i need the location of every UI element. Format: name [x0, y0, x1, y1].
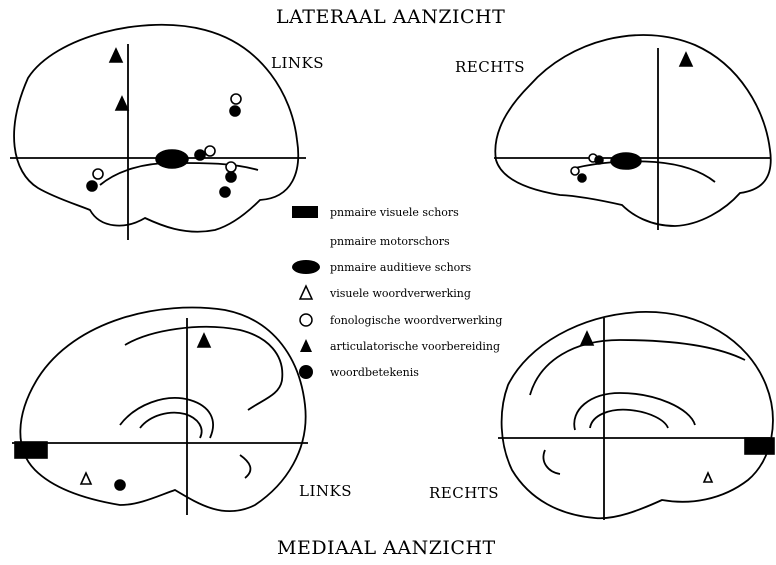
empty-symbol-space — [292, 232, 322, 250]
legend-label: woordbetekenis — [330, 366, 419, 379]
medial-right-corpus-callosum-inner — [590, 410, 668, 428]
word-meaning-dot-marker — [195, 150, 205, 160]
visual-word-triangle-marker — [81, 473, 91, 484]
filled-circle-icon — [292, 363, 322, 381]
visual-cortex-marker — [15, 442, 47, 458]
visual-word-triangle-marker — [704, 473, 712, 482]
lateral-left-markers — [87, 49, 241, 197]
auditory-cortex-marker — [156, 150, 188, 168]
lateral-left-brain — [10, 25, 306, 240]
legend-item-articulatory: articulatorische voorbereiding — [292, 337, 500, 355]
legend-item-visual-cortex: pnmaire visuele schors — [292, 203, 459, 221]
lateral-left-outline — [14, 25, 298, 232]
medial-right-outline — [502, 312, 773, 518]
auditory-cortex-marker — [611, 153, 641, 169]
phonological-circle-marker — [571, 167, 579, 175]
legend-label: pnmaire auditieve schors — [330, 261, 471, 274]
word-meaning-dot-marker — [230, 106, 240, 116]
word-meaning-dot-marker — [595, 156, 603, 164]
articulatory-triangle-marker — [680, 53, 692, 66]
lateral-right-brain — [494, 35, 771, 230]
medial-right-corpus-callosum — [574, 393, 695, 430]
legend-label: visuele woordverwerking — [330, 287, 471, 300]
word-meaning-dot-marker — [578, 174, 586, 182]
legend-label: articulatorische voorbereiding — [330, 340, 500, 353]
medial-left-corpus-callosum-inner — [140, 413, 202, 438]
legend-label: pnmaire motorschors — [330, 235, 450, 248]
legend-label: fonologische woordverwerking — [330, 314, 502, 327]
phonological-circle-marker — [231, 94, 241, 104]
word-meaning-dot-marker — [87, 181, 97, 191]
legend-item-motor-cortex: pnmaire motorschors — [292, 232, 450, 250]
medial-right-lower-sulcus — [543, 450, 560, 474]
open-circle-icon — [292, 311, 322, 329]
lateral-right-markers — [571, 53, 692, 182]
medial-right-brain — [498, 312, 773, 520]
word-meaning-dot-marker — [115, 480, 125, 490]
legend-item-word-meaning: woordbetekenis — [292, 363, 419, 381]
phonological-circle-marker — [93, 169, 103, 179]
legend-label: pnmaire visuele schors — [330, 206, 459, 219]
lateral-right-temporal-sulcus — [575, 161, 715, 182]
medial-right-cingulate-sulcus — [530, 340, 745, 395]
word-meaning-dot-marker — [226, 172, 236, 182]
articulatory-triangle-marker — [116, 97, 128, 110]
filled-triangle-icon — [292, 337, 322, 355]
medial-left-corpus-callosum — [120, 398, 213, 438]
medial-left-markers — [15, 334, 210, 490]
phonological-circle-marker — [226, 162, 236, 172]
filled-ellipse-icon — [292, 258, 322, 276]
legend-item-auditory-cortex: pnmaire auditieve schors — [292, 258, 471, 276]
legend-item-phonological: fonologische woordverwerking — [292, 311, 502, 329]
phonological-circle-marker — [205, 146, 215, 156]
medial-left-outline — [20, 308, 305, 512]
visual-cortex-marker — [745, 438, 774, 454]
word-meaning-dot-marker — [220, 187, 230, 197]
filled-rectangle-icon — [292, 203, 322, 221]
articulatory-triangle-marker — [198, 334, 210, 347]
articulatory-triangle-marker — [110, 49, 122, 62]
legend-item-visual-word: visuele woordverwerking — [292, 284, 471, 302]
open-triangle-icon — [292, 284, 322, 302]
medial-left-lower-sulcus — [240, 455, 250, 478]
lateral-right-outline — [495, 35, 770, 226]
articulatory-triangle-marker — [581, 332, 593, 345]
medial-left-brain — [12, 308, 308, 515]
